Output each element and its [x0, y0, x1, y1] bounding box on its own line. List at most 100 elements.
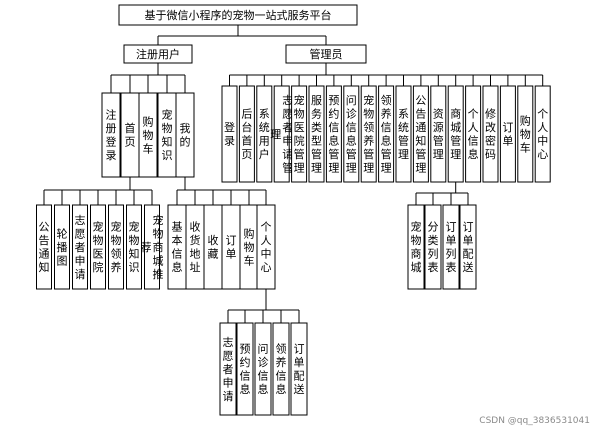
admin-module-box-label: 修改密码 [485, 107, 496, 162]
admin-module-box-label: 后台首页 [241, 108, 252, 162]
mall-child-box-label: 分类列表 [428, 221, 439, 275]
mine-child-box-label: 收货地址 [190, 220, 201, 275]
admin-module-box: 购物车 [517, 85, 534, 183]
admin-module-box: 修改密码 [482, 85, 499, 183]
user-branch-box: 注册用户 [123, 44, 193, 64]
personal-center-child-box-label: 问诊信息 [258, 343, 269, 397]
admin-module-box: 预约信息管理 [325, 85, 342, 183]
admin-module-box: 服务类型管理 [308, 85, 325, 183]
mine-child-box: 基本信息 [167, 204, 187, 290]
admin-module-box: 商城管理 [447, 85, 464, 183]
home-child-box-label: 宠物知识 [129, 220, 140, 275]
mine-child-box: 个人中心 [256, 204, 276, 290]
root-title-box: 基于微信小程序的宠物一站式服务平台 [118, 4, 358, 26]
admin-module-box: 个人中心 [534, 85, 551, 183]
mine-child-box: 订单 [221, 204, 241, 290]
home-child-box: 宠物商城推荐 [141, 204, 164, 290]
mine-child-box-label: 基本信息 [172, 221, 183, 275]
user-module-box-label: 注册登录 [106, 108, 117, 163]
admin-module-box: 个人信息 [465, 85, 482, 183]
mine-child-box: 收藏 [203, 204, 223, 290]
admin-module-box-label: 资源管理 [433, 108, 444, 162]
personal-center-child-box: 订单配送 [290, 322, 308, 416]
admin-module-box: 问诊信息管理 [343, 85, 360, 183]
admin-module-box-label: 志愿者申请管理 [270, 94, 293, 175]
mine-child-box-label: 订单 [226, 234, 237, 261]
admin-module-box-label: 商城管理 [450, 107, 461, 162]
mall-child-box: 分类列表 [424, 204, 442, 290]
user-module-box-label: 购物车 [143, 114, 154, 155]
home-child-box-label: 志愿者申请 [75, 214, 86, 281]
watermark: CSDN @qq_3836531041 [479, 416, 590, 426]
admin-module-box: 领养信息管理 [378, 85, 395, 183]
mall-child-box: 订单配送 [459, 204, 477, 290]
admin-module-box: 公告通知管理 [412, 85, 429, 183]
root-title-box-label: 基于微信小程序的宠物一站式服务平台 [145, 8, 332, 22]
personal-center-child-box: 领养信息 [272, 322, 290, 416]
connector-lines [43, 25, 544, 323]
personal-center-child-box-label: 志愿者申请 [223, 336, 234, 403]
user-module-box: 首页 [120, 92, 140, 178]
home-child-box-label: 轮播图 [57, 226, 68, 267]
user-module-box: 购物车 [138, 92, 158, 178]
user-module-box: 注册登录 [101, 92, 121, 178]
mall-child-box-label: 宠物商城 [411, 220, 422, 275]
mine-child-box-label: 个人中心 [261, 221, 272, 275]
personal-center-child-box-label: 订单配送 [294, 343, 305, 397]
admin-module-box: 宠物医院管理 [291, 85, 308, 183]
admin-module-box-label: 预约信息管理 [328, 94, 339, 175]
user-module-box-label: 首页 [125, 121, 136, 149]
admin-branch-box-label: 管理员 [310, 47, 343, 61]
home-child-box: 轮播图 [54, 204, 70, 290]
user-module-box: 宠物知识 [157, 92, 177, 178]
home-child-box: 宠物知识 [126, 204, 142, 290]
home-child-box: 宠物医院 [90, 204, 106, 290]
user-module-box-label: 我的 [180, 122, 191, 149]
home-child-box-label: 宠物商城推荐 [141, 213, 164, 281]
admin-module-box-label: 系统用户 [259, 108, 270, 162]
admin-module-box: 资源管理 [430, 85, 447, 183]
module-nodes: 基于微信小程序的宠物一站式服务平台注册用户管理员注册登录首页购物车宠物知识我的登… [36, 4, 551, 416]
admin-module-box: 订单 [499, 85, 516, 183]
home-child-box: 公告通知 [36, 204, 52, 290]
user-module-box-label: 宠物知识 [162, 108, 173, 163]
admin-module-box-label: 登录 [224, 120, 235, 148]
personal-center-child-box-label: 预约信息 [240, 343, 251, 397]
admin-module-box: 系统用户 [256, 85, 273, 183]
user-branch-box-label: 注册用户 [136, 47, 180, 61]
admin-module-box-label: 个人信息 [468, 108, 479, 162]
mine-child-box-label: 购物车 [244, 226, 255, 267]
admin-module-box-label: 购物车 [520, 113, 531, 154]
home-child-box: 宠物领养 [108, 204, 124, 290]
mine-child-box-label: 收藏 [208, 233, 219, 261]
home-child-box-label: 宠物医院 [93, 220, 104, 275]
admin-module-box-label: 宠物领养管理 [363, 93, 374, 175]
admin-module-box-label: 公告通知管理 [415, 94, 426, 175]
mine-child-box: 购物车 [239, 204, 259, 290]
home-child-box-label: 宠物领养 [111, 220, 122, 275]
admin-module-box-label: 系统管理 [398, 108, 409, 162]
admin-module-box-label: 宠物医院管理 [294, 93, 305, 175]
admin-module-box-label: 服务类型管理 [311, 94, 322, 175]
personal-center-child-box: 预约信息 [236, 322, 254, 416]
admin-module-box: 后台首页 [238, 85, 255, 183]
admin-branch-box: 管理员 [285, 44, 367, 64]
personal-center-child-box: 志愿者申请 [219, 322, 237, 416]
admin-module-box: 系统管理 [395, 85, 412, 183]
admin-module-box-label: 问诊信息管理 [346, 94, 357, 175]
home-child-box-label: 公告通知 [39, 221, 50, 275]
mall-child-box: 宠物商城 [407, 204, 425, 290]
admin-module-box: 登录 [221, 85, 238, 183]
admin-module-box-label: 订单 [502, 121, 513, 148]
user-module-box: 我的 [175, 92, 195, 178]
personal-center-child-box-label: 领养信息 [276, 343, 287, 397]
mall-child-box-label: 订单列表 [446, 221, 457, 275]
home-child-box: 志愿者申请 [72, 204, 88, 290]
mall-child-box-label: 订单配送 [463, 221, 474, 275]
mall-child-box: 订单列表 [442, 204, 460, 290]
admin-module-box-label: 领养信息管理 [381, 94, 392, 175]
admin-module-box: 志愿者申请管理 [270, 85, 293, 183]
admin-module-box: 宠物领养管理 [360, 85, 377, 183]
admin-module-box-label: 个人中心 [537, 108, 548, 162]
